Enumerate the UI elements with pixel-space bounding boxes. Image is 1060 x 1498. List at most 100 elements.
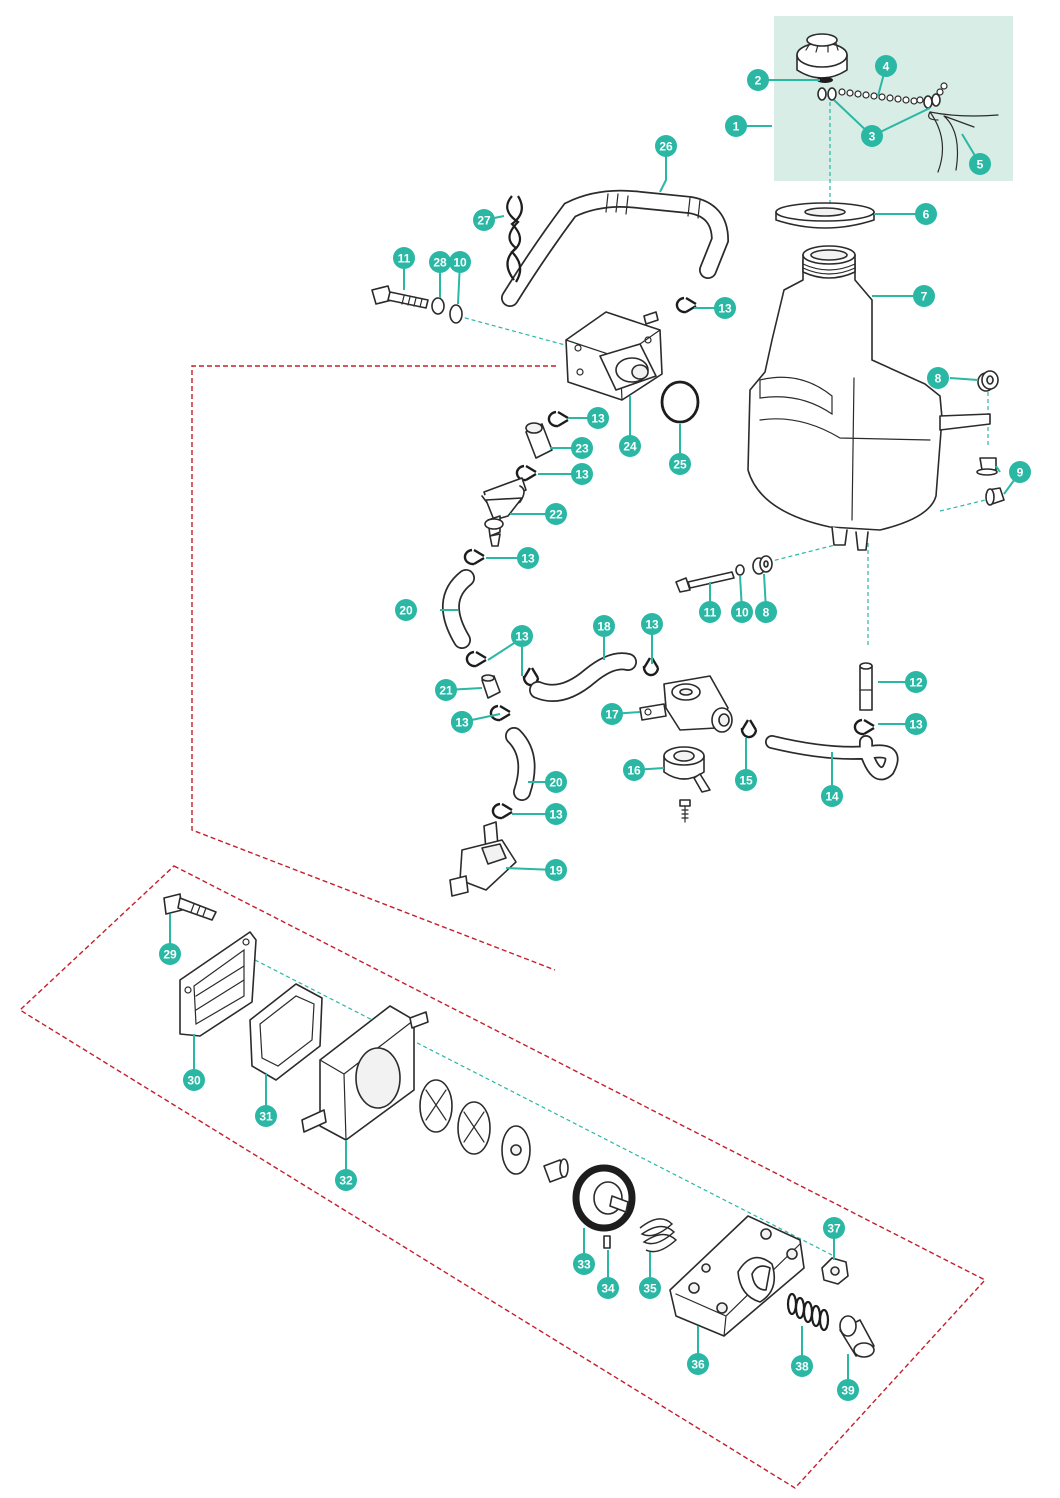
callout-32: 32 bbox=[335, 1169, 357, 1191]
callout-35: 35 bbox=[639, 1277, 661, 1299]
callout-number: 29 bbox=[163, 948, 177, 962]
callout-10b: 10 bbox=[731, 601, 753, 623]
fuel-outlet-pipe bbox=[859, 662, 873, 711]
callout-number: 12 bbox=[909, 676, 923, 690]
callout-number: 13 bbox=[575, 468, 589, 482]
callout-28: 28 bbox=[429, 251, 451, 273]
callout-1: 1 bbox=[725, 115, 747, 137]
grommet-lower bbox=[752, 555, 773, 575]
tether-clip bbox=[928, 111, 999, 173]
callout-4: 4 bbox=[875, 55, 897, 77]
callout-circle bbox=[545, 859, 567, 881]
callout-2: 2 bbox=[747, 69, 769, 91]
callout-number: 6 bbox=[923, 208, 930, 222]
callout-number: 19 bbox=[549, 864, 563, 878]
callout-circle bbox=[905, 713, 927, 735]
callout-number: 20 bbox=[399, 604, 413, 618]
callout-circle bbox=[875, 55, 897, 77]
callout-circle bbox=[725, 115, 747, 137]
callout-number: 39 bbox=[841, 1384, 855, 1398]
diaphragm-gasket-31 bbox=[249, 983, 323, 1081]
fuel-pump-subassembly-link bbox=[191, 365, 556, 971]
callout-circle bbox=[915, 203, 937, 225]
callout-13a: 13 bbox=[714, 297, 736, 319]
callout-number: 23 bbox=[575, 442, 589, 456]
callout-circle bbox=[587, 407, 609, 429]
callout-circle bbox=[571, 463, 593, 485]
callout-13j: 13 bbox=[545, 803, 567, 825]
callout-number: 15 bbox=[739, 774, 753, 788]
callout-circle bbox=[687, 1353, 709, 1375]
callout-number: 9 bbox=[1017, 466, 1024, 480]
callout-number: 26 bbox=[659, 140, 673, 154]
reed-valves bbox=[419, 1079, 531, 1175]
callout-18: 18 bbox=[593, 615, 615, 637]
washer-10-upper bbox=[449, 304, 463, 324]
callout-circle bbox=[473, 209, 495, 231]
callout-number: 10 bbox=[453, 256, 467, 270]
callout-circle bbox=[517, 547, 539, 569]
callout-number: 13 bbox=[521, 552, 535, 566]
callout-circle bbox=[159, 943, 181, 965]
hose-clamps bbox=[463, 296, 875, 820]
washer-10-lower bbox=[735, 564, 745, 576]
callout-number: 2 bbox=[755, 74, 762, 88]
callout-circle bbox=[545, 771, 567, 793]
callout-number: 8 bbox=[935, 372, 942, 386]
callout-circle bbox=[619, 435, 641, 457]
callout-circle bbox=[395, 599, 417, 621]
callout-3: 3 bbox=[861, 125, 883, 147]
callout-circle bbox=[823, 1217, 845, 1239]
callout-circle bbox=[639, 1277, 661, 1299]
callout-number: 35 bbox=[643, 1282, 657, 1296]
tether-chain bbox=[838, 82, 948, 105]
callout-circle bbox=[623, 759, 645, 781]
callout-number: 13 bbox=[909, 718, 923, 732]
callout-circle bbox=[597, 1277, 619, 1299]
callout-circle bbox=[335, 1169, 357, 1191]
callout-circle bbox=[573, 1253, 595, 1275]
callout-circle bbox=[1009, 461, 1031, 483]
pin-34 bbox=[603, 1235, 611, 1249]
callout-39: 39 bbox=[837, 1379, 859, 1401]
callout-17: 17 bbox=[601, 703, 623, 725]
callout-9: 9 bbox=[1009, 461, 1031, 483]
hose-clip-27 bbox=[506, 195, 523, 283]
fuel-tank bbox=[747, 245, 991, 551]
callout-number: 13 bbox=[591, 412, 605, 426]
callout-20a: 20 bbox=[395, 599, 417, 621]
callout-number: 17 bbox=[605, 708, 619, 722]
callout-number: 21 bbox=[439, 684, 453, 698]
fuel-cock-lever bbox=[663, 746, 711, 793]
callout-badges: 1234567889101011111213131313131313131313… bbox=[159, 55, 1031, 1401]
callout-circle bbox=[755, 601, 777, 623]
callout-circle bbox=[714, 297, 736, 319]
callout-11a: 11 bbox=[393, 247, 415, 269]
callout-33: 33 bbox=[573, 1253, 595, 1275]
callout-number: 13 bbox=[645, 618, 659, 632]
callout-circle bbox=[861, 125, 883, 147]
callout-number: 18 bbox=[597, 620, 611, 634]
callout-13h: 13 bbox=[451, 711, 473, 733]
callout-number: 5 bbox=[977, 158, 984, 172]
callout-circle bbox=[641, 613, 663, 635]
callout-number: 13 bbox=[549, 808, 563, 822]
callout-number: 1 bbox=[733, 120, 740, 134]
washer-28 bbox=[431, 297, 445, 315]
joint-tube-21 bbox=[481, 674, 501, 699]
hose-18 bbox=[529, 652, 637, 702]
callout-13f: 13 bbox=[641, 613, 663, 635]
callout-circle bbox=[571, 437, 593, 459]
callout-circle bbox=[429, 251, 451, 273]
callout-31: 31 bbox=[255, 1105, 277, 1127]
callout-circle bbox=[255, 1105, 277, 1127]
callout-15: 15 bbox=[735, 769, 757, 791]
callout-21: 21 bbox=[435, 679, 457, 701]
callout-number: 33 bbox=[577, 1258, 591, 1272]
callout-23: 23 bbox=[571, 437, 593, 459]
callout-number: 8 bbox=[763, 606, 770, 620]
callout-8a: 8 bbox=[927, 367, 949, 389]
callout-circle bbox=[183, 1069, 205, 1091]
pump-bolt-29 bbox=[163, 893, 217, 921]
